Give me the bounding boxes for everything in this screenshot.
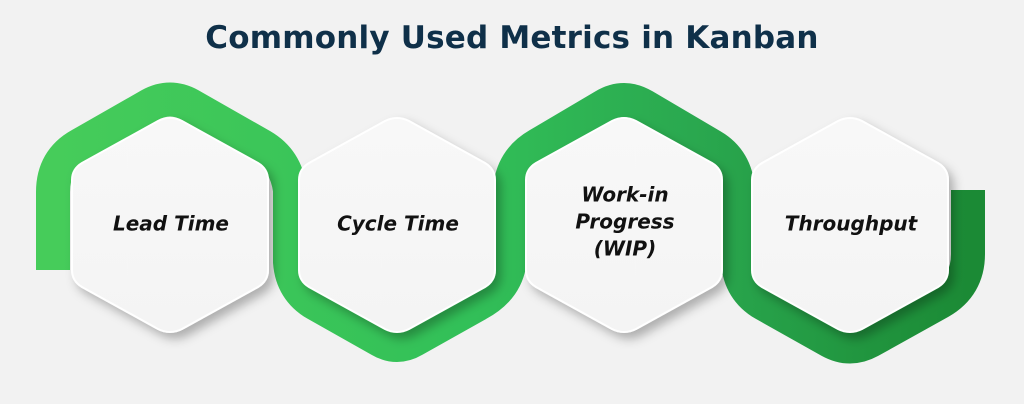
hexagon-lead-time [71, 116, 269, 333]
page-title: Commonly Used Metrics in Kanban [205, 20, 819, 56]
hexagon-cycle-time [298, 116, 496, 333]
metric-label-cycle-time: Cycle Time [337, 211, 459, 236]
hexagon-wip [525, 116, 723, 333]
metric-label-wip: Work-in Progress (WIP) [575, 182, 675, 261]
metric-label-lead-time: Lead Time [113, 211, 229, 236]
connector-band [36, 82, 985, 364]
metric-label-throughput: Throughput [784, 211, 918, 236]
hexagon-throughput [751, 116, 949, 333]
